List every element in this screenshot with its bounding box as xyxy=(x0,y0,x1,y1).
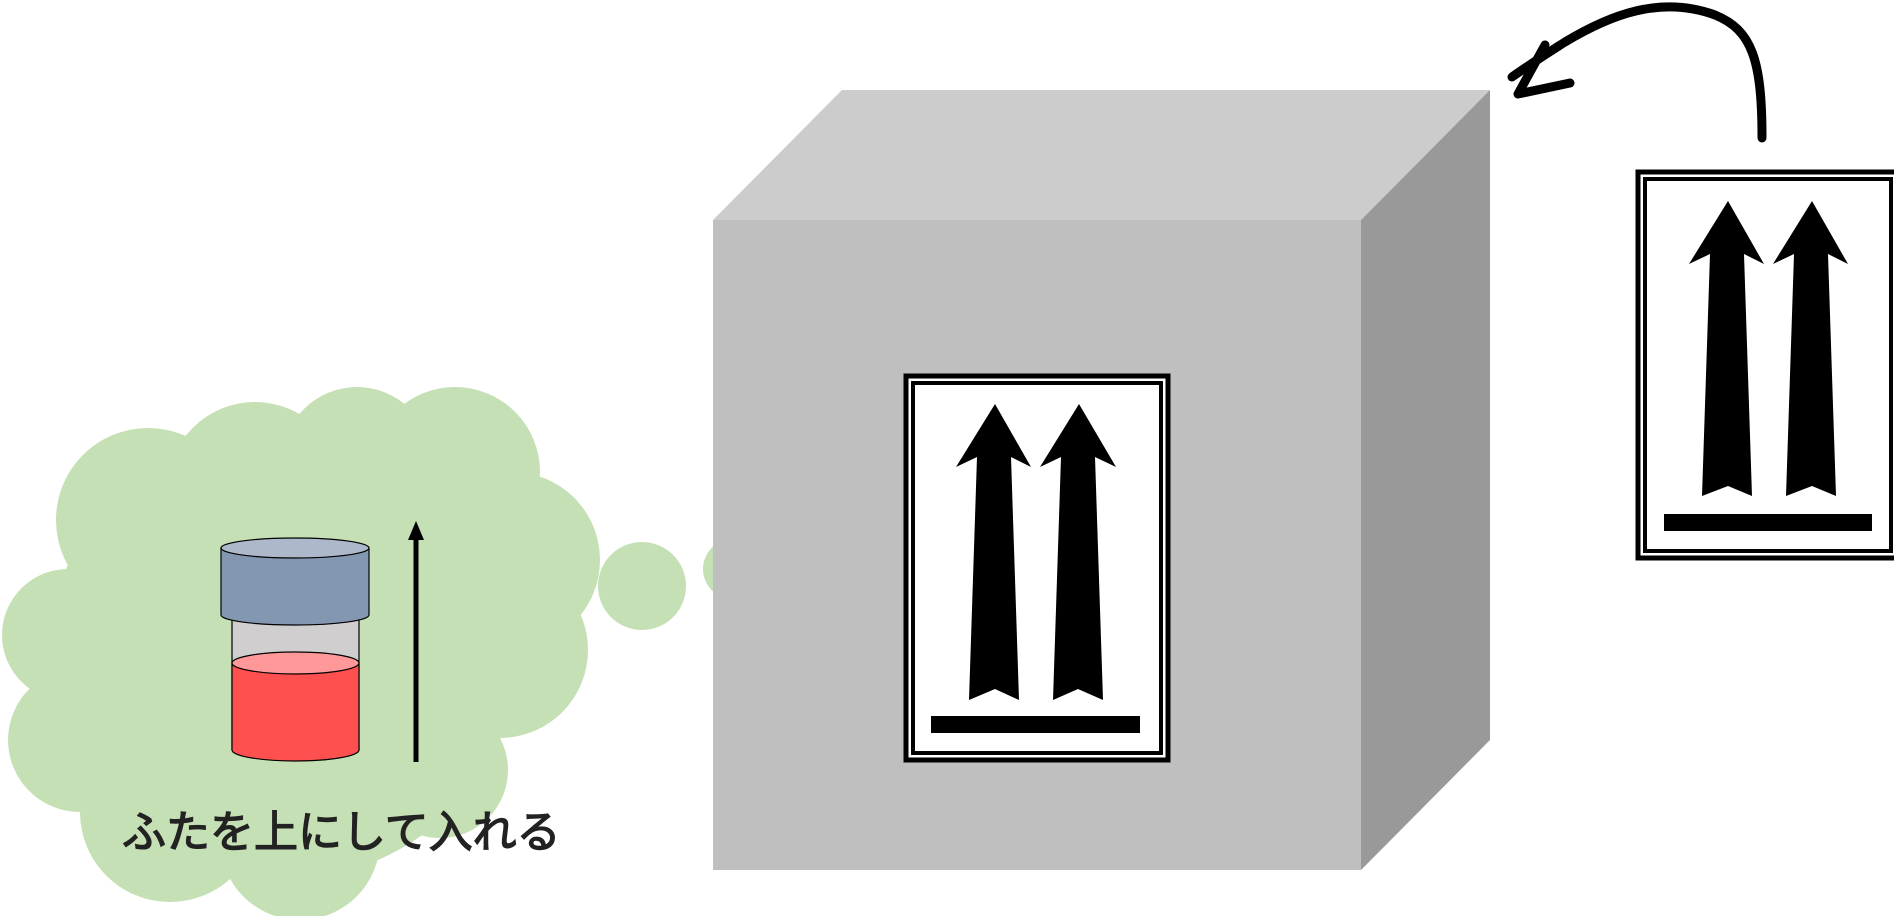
capped-bottle-icon xyxy=(221,538,369,761)
curved-arrow-icon xyxy=(1512,7,1762,138)
thought-bubble-large xyxy=(598,542,686,630)
this-side-up-label-on-box xyxy=(906,376,1168,760)
box-side-face xyxy=(1361,90,1490,870)
box-top-face xyxy=(713,90,1490,220)
this-side-up-label-detached xyxy=(1638,172,1894,558)
caption-text: ふたを上にして入れる xyxy=(122,807,561,858)
